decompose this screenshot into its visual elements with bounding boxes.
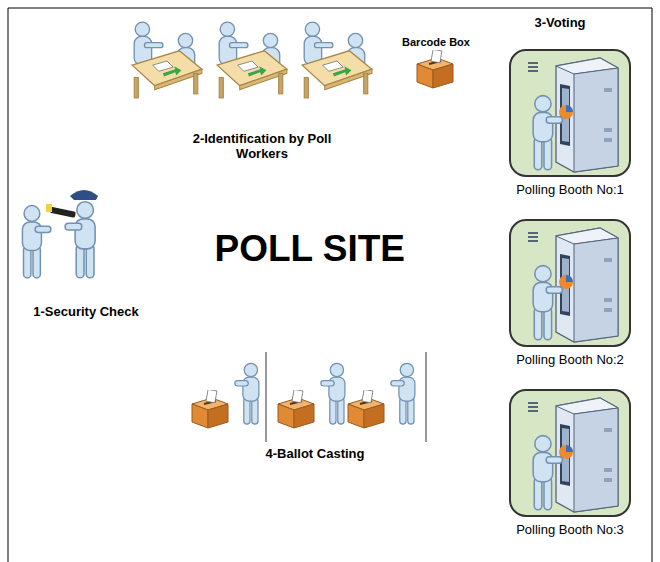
step-label: 2-Identification by Poll Workers — [177, 131, 347, 161]
poll-worker-desk — [132, 22, 202, 98]
voting-machine — [510, 220, 630, 346]
voter-figure — [22, 206, 50, 278]
voting-machine — [510, 390, 630, 516]
polling-booth: Polling Booth No:1 — [490, 48, 650, 200]
diagram-title: POLL SITE — [215, 228, 406, 270]
booth-icon — [490, 388, 650, 520]
barcode-box-icon — [417, 49, 453, 88]
polling-booth: Polling Booth No:2 — [490, 218, 650, 370]
booth-label: Polling Booth No:3 — [490, 522, 650, 537]
step-label: 4-Ballot Casting — [230, 446, 400, 461]
site-frame — [8, 8, 652, 562]
poll-worker-desk — [302, 22, 372, 98]
poll-worker-desk — [217, 22, 287, 98]
booth-label: Polling Booth No:1 — [490, 182, 650, 197]
ballot-casting-stations — [192, 352, 426, 442]
booth-label: Polling Booth No:2 — [490, 352, 650, 367]
guard-figure — [46, 190, 98, 278]
booth-icon — [490, 218, 650, 350]
step-label: 3-Voting — [510, 15, 610, 30]
polling-booth: Polling Booth No:3 — [490, 388, 650, 540]
voting-machine — [510, 50, 630, 176]
step-label: Barcode Box — [392, 35, 480, 50]
step-label: 1-Security Check — [4, 304, 168, 319]
booth-icon — [490, 48, 650, 180]
